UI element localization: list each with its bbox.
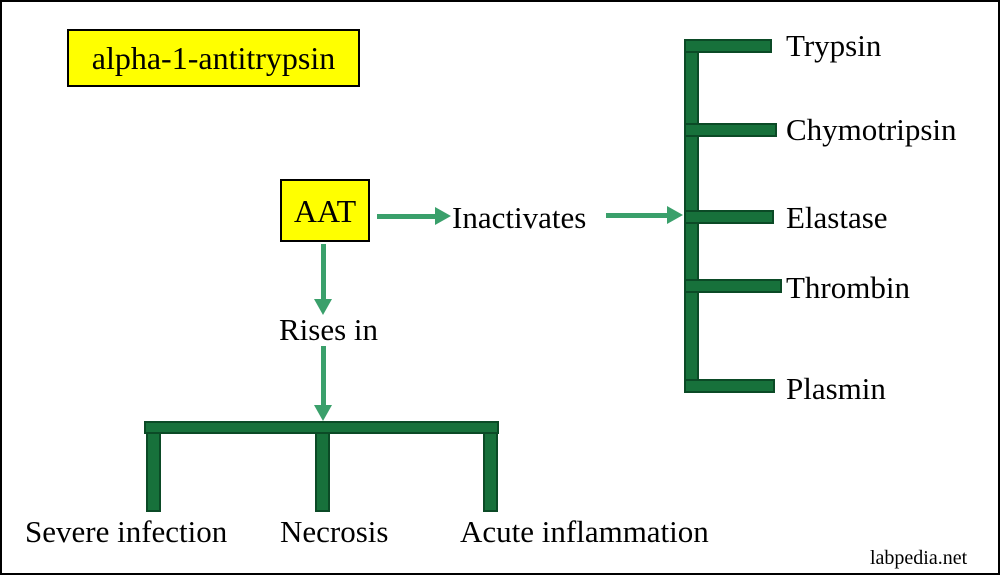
arrow-head — [314, 299, 332, 315]
arrow-shaft — [606, 212, 667, 218]
enzyme-label: Thrombin — [786, 270, 910, 305]
arrow-down-icon — [314, 346, 332, 421]
arrow-shaft — [320, 244, 326, 299]
arrow-head — [314, 405, 332, 421]
enzyme-label: Trypsin — [786, 28, 882, 63]
enzyme-label: Chymotripsin — [786, 112, 957, 147]
enzyme-branch — [684, 39, 772, 53]
condition-branch — [146, 432, 161, 512]
aat-label: AAT — [293, 192, 357, 229]
arrow-down-icon — [314, 244, 332, 315]
condition-branch — [483, 432, 498, 512]
enzyme-branch — [684, 123, 777, 137]
arrow-shaft — [320, 346, 326, 405]
enzyme-branch — [684, 379, 775, 393]
inactivates-label: Inactivates — [452, 200, 587, 235]
condition-label: Severe infection — [25, 514, 228, 549]
condition-label: Necrosis — [280, 514, 389, 549]
arrow-right-icon — [377, 207, 451, 225]
diagram-title: alpha-1-antitrypsin — [91, 40, 336, 76]
aat-node: AAT — [280, 179, 370, 242]
watermark: labpedia.net — [870, 547, 968, 569]
enzyme-branch — [684, 279, 782, 293]
title-node: alpha-1-antitrypsin — [67, 29, 360, 87]
condition-branch — [315, 432, 330, 512]
enzyme-label: Elastase — [786, 200, 888, 235]
condition-label: Acute inflammation — [460, 514, 709, 549]
arrow-right-icon — [606, 206, 683, 224]
rises-in-label: Rises in — [279, 312, 379, 347]
enzyme-label: Plasmin — [786, 371, 886, 406]
arrow-head — [667, 206, 683, 224]
arrow-shaft — [377, 213, 435, 219]
enzyme-branch — [684, 210, 774, 224]
arrow-head — [435, 207, 451, 225]
